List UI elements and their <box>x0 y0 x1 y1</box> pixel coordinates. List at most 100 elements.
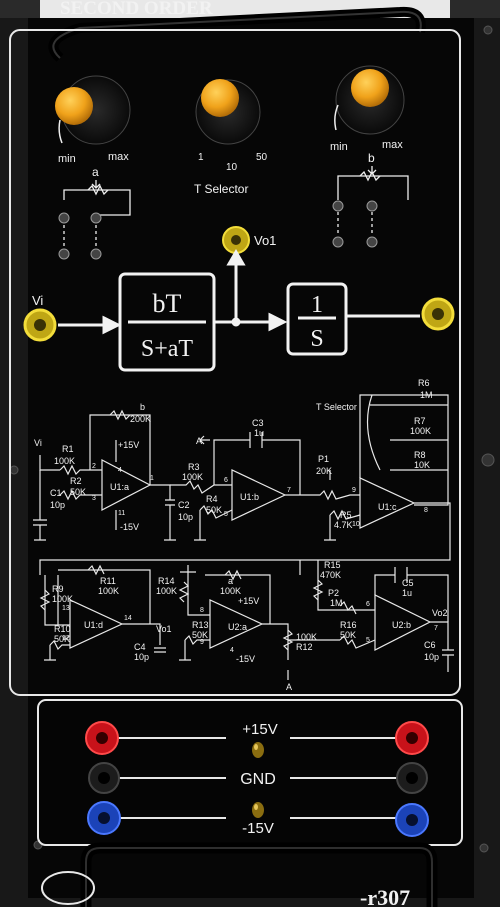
svg-text:13: 13 <box>62 605 70 612</box>
svg-text:C5: C5 <box>402 578 414 588</box>
knob-a[interactable] <box>55 75 131 145</box>
svg-text:10K: 10K <box>414 460 430 470</box>
jack-minus-left[interactable] <box>87 801 121 835</box>
signal-flow <box>58 249 420 335</box>
model-number: -r307 <box>360 885 410 907</box>
svg-text:R1: R1 <box>62 444 74 454</box>
svg-text:R7: R7 <box>414 416 426 426</box>
svg-text:P1: P1 <box>318 454 329 464</box>
svg-text:R15: R15 <box>324 560 341 570</box>
svg-text:100K: 100K <box>52 594 73 604</box>
svg-text:-15V: -15V <box>236 654 255 664</box>
u2a-supplies: +15V -15V A <box>236 596 292 692</box>
svg-text:6: 6 <box>224 477 228 484</box>
svg-text:8: 8 <box>424 507 428 514</box>
svg-text:2: 2 <box>92 463 96 470</box>
power-rails <box>118 737 398 819</box>
svg-text:9: 9 <box>352 487 356 494</box>
svg-text:C2: C2 <box>178 500 190 510</box>
led-plus <box>252 742 264 758</box>
pot-b-jacks[interactable] <box>332 200 378 248</box>
power-gnd-label: GND <box>240 771 276 788</box>
svg-text:4.7K: 4.7K <box>334 520 353 530</box>
svg-text:20K: 20K <box>316 466 332 476</box>
svg-text:C6: C6 <box>424 640 436 650</box>
svg-text:4: 4 <box>118 467 122 474</box>
svg-text:C3: C3 <box>252 418 264 428</box>
svg-text:1: 1 <box>150 475 154 482</box>
svg-text:10p: 10p <box>50 500 65 510</box>
svg-text:100K: 100K <box>182 472 203 482</box>
knob-b-max: max <box>382 139 403 151</box>
t-tick-50: 50 <box>256 152 268 163</box>
vo1-jack[interactable] <box>222 226 250 254</box>
svg-text:3: 3 <box>92 495 96 502</box>
tf1-denominator: S+aT <box>141 336 194 362</box>
svg-text:7: 7 <box>287 487 291 494</box>
svg-text:R2: R2 <box>70 476 82 486</box>
jack-plus-left[interactable] <box>85 721 119 755</box>
svg-text:12: 12 <box>62 635 70 642</box>
jack-gnd-right[interactable] <box>396 762 428 794</box>
svg-text:Vo2: Vo2 <box>432 608 448 618</box>
svg-text:50K: 50K <box>192 630 208 640</box>
knob-b[interactable] <box>334 65 405 135</box>
tf2-block <box>286 282 348 356</box>
t-tick-10: 10 <box>226 162 238 173</box>
svg-text:R14: R14 <box>158 576 175 586</box>
jack-gnd-left[interactable] <box>88 762 120 794</box>
svg-text:R3: R3 <box>188 462 200 472</box>
svg-text:100K: 100K <box>410 426 431 436</box>
svg-text:A: A <box>286 682 292 692</box>
svg-text:b: b <box>140 402 145 412</box>
svg-text:R5: R5 <box>340 510 352 520</box>
svg-text:6: 6 <box>366 601 370 608</box>
pot-a-jumpers <box>63 180 131 248</box>
knob-a-min: min <box>58 153 76 165</box>
svg-text:50K: 50K <box>54 634 70 644</box>
svg-text:a: a <box>228 576 233 586</box>
svg-text:8: 8 <box>200 607 204 614</box>
output-jack[interactable] <box>421 297 455 331</box>
svg-text:10p: 10p <box>134 652 149 662</box>
module-frame <box>9 29 461 696</box>
svg-text:R11: R11 <box>100 576 116 586</box>
svg-text:50K: 50K <box>206 505 222 515</box>
svg-text:1M: 1M <box>330 598 343 608</box>
jack-plus-right[interactable] <box>395 721 429 755</box>
jack-minus-right[interactable] <box>395 803 429 837</box>
svg-text:U1:b: U1:b <box>240 492 259 502</box>
tf1-block <box>118 272 216 372</box>
svg-text:R9: R9 <box>52 584 64 594</box>
svg-text:10: 10 <box>352 521 360 528</box>
svg-text:U2:b: U2:b <box>392 620 411 630</box>
svg-text:+15V: +15V <box>238 596 259 606</box>
vi-jack[interactable] <box>23 308 57 342</box>
svg-text:10p: 10p <box>178 512 193 522</box>
pot-b-jumpers <box>337 166 409 236</box>
pot-a-jacks[interactable] <box>58 212 102 260</box>
svg-text:50K: 50K <box>340 630 356 640</box>
schematic-wiring <box>33 394 454 680</box>
svg-text:7: 7 <box>434 625 438 632</box>
svg-text:P2: P2 <box>328 588 339 598</box>
svg-text:200K: 200K <box>130 414 151 424</box>
power-plus-label: +15V <box>242 721 277 738</box>
vi-label: Vi <box>32 293 43 308</box>
svg-text:9: 9 <box>200 639 204 646</box>
svg-text:R8: R8 <box>414 450 426 460</box>
svg-text:100K: 100K <box>296 632 317 642</box>
svg-text:100K: 100K <box>220 586 241 596</box>
svg-text:11: 11 <box>118 510 125 517</box>
vo1-label: Vo1 <box>254 233 276 248</box>
t-selector-label: T Selector <box>194 182 248 196</box>
svg-text:-15V: -15V <box>120 522 139 532</box>
knob-t-selector[interactable] <box>195 79 261 145</box>
svg-text:R4: R4 <box>206 494 218 504</box>
svg-text:100K: 100K <box>98 586 119 596</box>
svg-text:R16: R16 <box>340 620 357 630</box>
svg-text:C1: C1 <box>50 488 62 498</box>
tf2-numerator: 1 <box>311 292 323 318</box>
